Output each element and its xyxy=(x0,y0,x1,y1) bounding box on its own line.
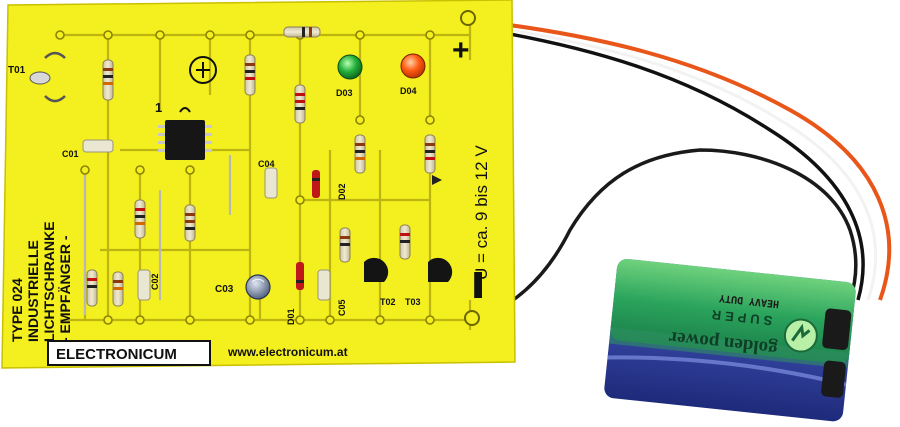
label-t03: T03 xyxy=(405,297,421,307)
led-d03 xyxy=(337,54,363,80)
black-wire-top xyxy=(469,25,865,301)
wires xyxy=(469,18,892,322)
label-d03: D03 xyxy=(336,88,353,98)
battery-line: SUPER xyxy=(707,307,773,329)
red-wire xyxy=(469,18,892,301)
label-t02: T02 xyxy=(380,297,396,307)
minus-symbol: ▬ xyxy=(458,272,488,298)
label-c05: C05 xyxy=(337,299,347,316)
battery-snap xyxy=(822,308,852,351)
voltage-label: U = ca. 9 bis 12 V xyxy=(472,145,491,280)
label-d02: D02 xyxy=(337,183,347,200)
circuit-board xyxy=(1,0,516,369)
golden-power-logo xyxy=(783,318,818,353)
title-line-1: INDUSTRIELLE xyxy=(25,240,41,342)
title-line-2: LICHTSCHRANKE xyxy=(41,221,57,342)
label-c04: C04 xyxy=(258,159,275,169)
capacitor-c03 xyxy=(245,274,271,300)
label-c02: C02 xyxy=(150,273,160,290)
sensor-t01 xyxy=(29,51,66,103)
type-label: TYPE 024 xyxy=(9,278,25,342)
traces xyxy=(60,20,472,330)
transistor-t02 xyxy=(364,257,389,282)
label-c01: C01 xyxy=(62,149,79,159)
label-d04: D04 xyxy=(400,86,417,96)
minus-terminal-pad xyxy=(464,310,480,326)
jumper-wires xyxy=(83,155,232,315)
ic-chip xyxy=(158,107,212,160)
direction-arrow xyxy=(432,175,442,185)
led-d04 xyxy=(400,53,426,79)
label-c03: C03 xyxy=(215,284,234,295)
website: www.electronicum.at xyxy=(227,345,348,359)
solder-pads xyxy=(55,30,435,325)
ceramic-capacitors xyxy=(82,139,331,301)
label-d01: D01 xyxy=(286,308,296,325)
battery-9v: HEAVY DUTY SUPER golden power xyxy=(604,258,856,422)
resistors xyxy=(86,26,436,307)
diodes xyxy=(296,170,320,290)
transistor-t03 xyxy=(428,257,453,282)
brand-box xyxy=(47,340,211,366)
black-wire xyxy=(469,148,858,322)
plus-terminal-pad xyxy=(460,10,476,26)
label-t01: T01 xyxy=(8,65,26,76)
pin-one-marker: 1 xyxy=(155,100,162,115)
plus-symbol: + xyxy=(452,34,470,67)
white-wire xyxy=(469,22,877,301)
phototransistor-symbol xyxy=(189,56,217,84)
title-line-3: - EMPFÄNGER - xyxy=(57,235,73,342)
brand-name: ELECTRONICUM xyxy=(56,346,177,363)
